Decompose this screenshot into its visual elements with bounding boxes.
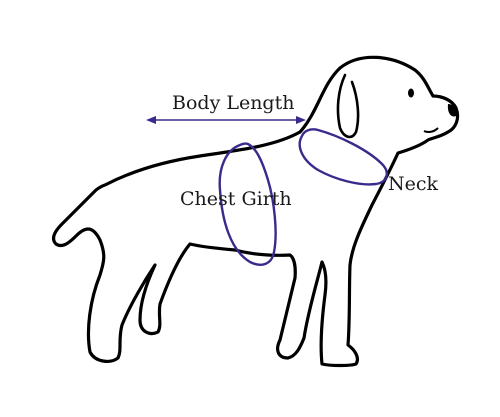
- dog-nose: [447, 104, 457, 117]
- chest-girth-label: Chest Girth: [180, 188, 292, 210]
- body-length-arrow: [146, 116, 306, 124]
- dog-outline: [51, 55, 460, 368]
- neck-label: Neck: [388, 173, 439, 195]
- body-length-label: Body Length: [172, 92, 295, 114]
- neck-loop: [298, 128, 388, 186]
- dog-mouth: [423, 127, 439, 133]
- dog-ear: [336, 73, 360, 139]
- chest-girth-loop: [218, 142, 277, 266]
- dog-eye: [408, 88, 414, 98]
